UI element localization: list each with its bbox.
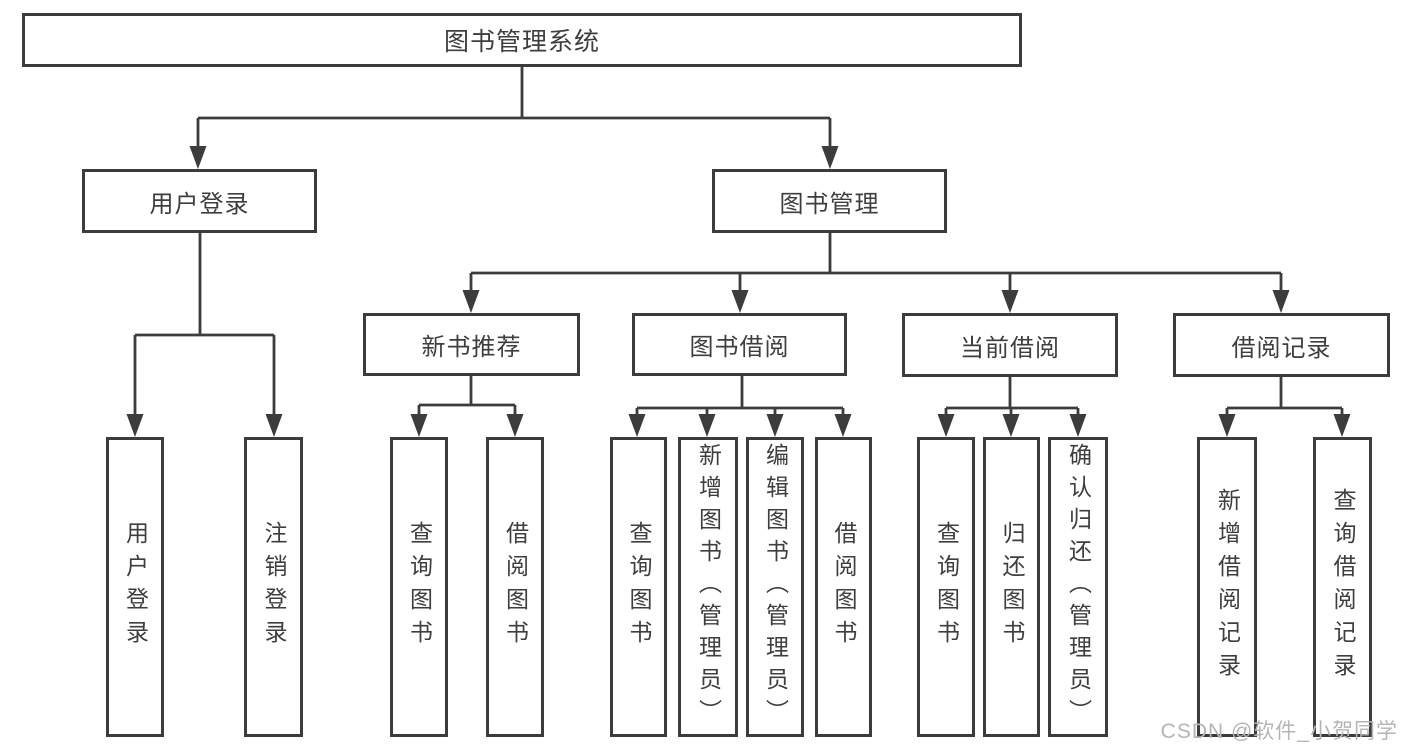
leaf-label: 查询图书 bbox=[406, 521, 433, 653]
node-label: 当前借阅 bbox=[960, 334, 1060, 362]
node-library-management-system: 图书管理系统 bbox=[22, 13, 1022, 67]
node-label: 借阅记录 bbox=[1231, 334, 1332, 362]
leaf-query-borrow-record: 查询借阅记录 bbox=[1313, 437, 1372, 737]
node-current-borrow: 当前借阅 bbox=[902, 313, 1118, 377]
node-borrow-record: 借阅记录 bbox=[1173, 313, 1390, 377]
leaf-query-book-3: 查询图书 bbox=[917, 437, 975, 737]
leaf-label: 借阅图书 bbox=[502, 521, 529, 653]
csdn-watermark: CSDN @软件_小贺同学 bbox=[1160, 720, 1398, 743]
node-label: 图书管理 bbox=[779, 190, 880, 218]
node-label: 图书管理系统 bbox=[443, 28, 600, 56]
leaf-edit-book-admin: 编辑图书（管理员） bbox=[746, 437, 804, 737]
leaf-label: 新增借阅记录 bbox=[1214, 488, 1241, 686]
leaf-user-login: 用户登录 bbox=[106, 437, 164, 737]
leaf-query-book-1: 查询图书 bbox=[390, 437, 448, 737]
leaf-borrow-book-1: 借阅图书 bbox=[486, 437, 544, 737]
leaf-label: 归还图书 bbox=[999, 521, 1025, 653]
leaf-confirm-return-admin: 确认归还（管理员） bbox=[1048, 437, 1108, 737]
leaf-label: 查询借阅记录 bbox=[1330, 488, 1356, 686]
leaf-label: 新增图书（管理员） bbox=[695, 443, 722, 731]
leaf-borrow-book-2: 借阅图书 bbox=[815, 437, 872, 737]
node-book-management: 图书管理 bbox=[712, 169, 947, 233]
leaf-add-borrow-record: 新增借阅记录 bbox=[1197, 437, 1257, 737]
leaf-label: 查询图书 bbox=[933, 521, 960, 653]
leaf-label: 查询图书 bbox=[626, 521, 652, 653]
leaf-label: 注销登录 bbox=[261, 521, 287, 653]
node-user-login: 用户登录 bbox=[82, 169, 317, 233]
leaf-label: 用户登录 bbox=[122, 521, 149, 653]
leaf-return-book: 归还图书 bbox=[983, 437, 1040, 737]
leaf-add-book-admin: 新增图书（管理员） bbox=[678, 437, 738, 737]
node-label: 图书借阅 bbox=[689, 334, 790, 361]
arrowheads bbox=[126, 146, 1351, 437]
leaf-label: 编辑图书（管理员） bbox=[762, 443, 789, 731]
node-label: 新书推荐 bbox=[421, 334, 522, 361]
leaf-label: 借阅图书 bbox=[831, 521, 857, 653]
node-label: 用户登录 bbox=[149, 190, 250, 218]
leaf-logout: 注销登录 bbox=[244, 437, 303, 737]
node-book-borrow: 图书借阅 bbox=[632, 313, 847, 376]
leaf-label: 确认归还（管理员） bbox=[1065, 443, 1092, 731]
node-new-book-recommend: 新书推荐 bbox=[363, 313, 580, 376]
leaf-query-book-2: 查询图书 bbox=[610, 437, 667, 737]
